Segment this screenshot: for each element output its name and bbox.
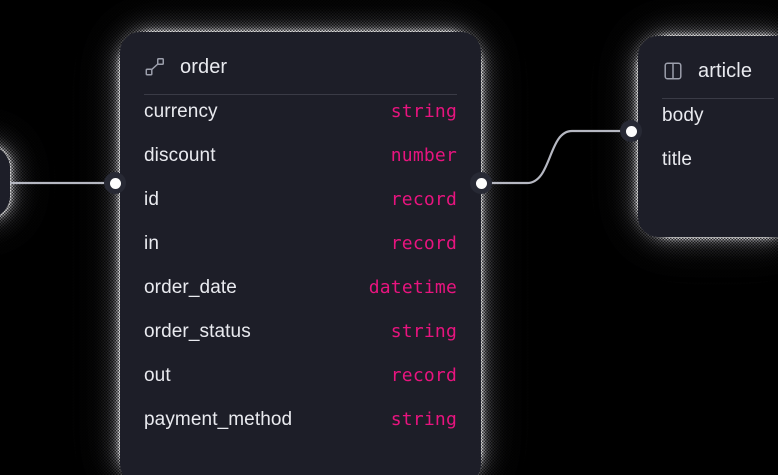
field-type: string (390, 321, 457, 342)
field-type: number (390, 145, 457, 166)
field-type: datetime (368, 277, 457, 298)
field-row[interactable]: payment_method string (144, 409, 457, 453)
order-output-port[interactable] (470, 172, 492, 194)
field-row[interactable]: order_status string (144, 321, 457, 365)
field-name: in (144, 233, 159, 254)
field-name: discount (144, 145, 216, 166)
field-name: title (662, 149, 693, 170)
article-input-port[interactable] (620, 120, 642, 142)
field-type: record (390, 365, 457, 386)
field-row[interactable]: body (662, 105, 774, 149)
glow-noise-texture (0, 76, 80, 288)
order-input-port[interactable] (104, 172, 126, 194)
field-row[interactable]: id record (144, 189, 457, 233)
node-card-order[interactable]: order currency string discount number id… (120, 32, 481, 475)
field-name: order_date (144, 277, 237, 298)
field-row[interactable]: order_date datetime (144, 277, 457, 321)
field-name: payment_method (144, 409, 293, 430)
field-name: out (144, 365, 171, 386)
field-row[interactable]: in record (144, 233, 457, 277)
article-field-list: body title (638, 99, 778, 193)
node-card-article[interactable]: article body title (638, 36, 778, 237)
table-icon (664, 62, 682, 80)
article-card-header: article (638, 36, 778, 82)
field-type: string (390, 409, 457, 430)
field-name: currency (144, 101, 218, 122)
field-type: record (390, 189, 457, 210)
order-card-header: order (120, 32, 481, 78)
field-type: string (390, 101, 457, 122)
field-name: order_status (144, 321, 251, 342)
field-row[interactable]: currency string (144, 101, 457, 145)
node-card-offscreen[interactable] (0, 146, 10, 218)
relation-icon (145, 58, 164, 76)
field-row[interactable]: discount number (144, 145, 457, 189)
field-type: record (390, 233, 457, 254)
edge-order-to-article (490, 129, 622, 185)
field-row[interactable]: out record (144, 365, 457, 409)
field-name: body (662, 105, 704, 126)
article-card-title: article (698, 59, 753, 82)
order-field-list: currency string discount number id recor… (120, 95, 481, 453)
order-card-title: order (180, 55, 228, 78)
field-name: id (144, 189, 159, 210)
field-row[interactable]: title (662, 149, 774, 193)
